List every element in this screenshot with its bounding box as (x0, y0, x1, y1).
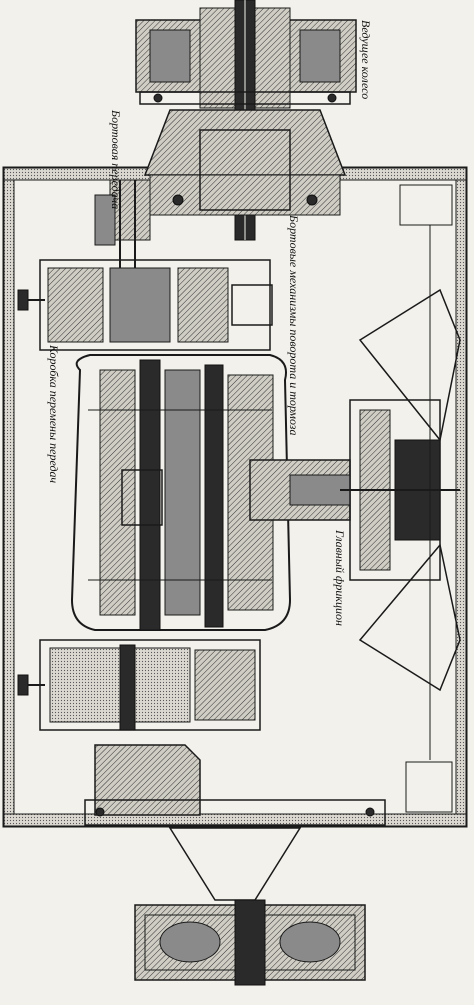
label-final-drive: Бортовая передача (109, 109, 123, 209)
label-gearbox: Коробка перемены передач (47, 344, 61, 483)
side-clutch-lower (17, 639, 261, 731)
main-clutch (249, 399, 460, 581)
fan (358, 288, 461, 692)
final-drive-bottom (84, 744, 386, 901)
label-side-clutches: Бортовые механизмы поворота и тормоза (287, 214, 301, 435)
final-drive-top (94, 109, 347, 330)
label-drive-wheel: Ведущее колесо (359, 20, 373, 99)
engine-outline (399, 184, 453, 813)
drive-wheel-bottom (134, 899, 366, 986)
side-clutches (17, 259, 273, 351)
label-main-clutch: Главный фрикцион (333, 529, 347, 626)
